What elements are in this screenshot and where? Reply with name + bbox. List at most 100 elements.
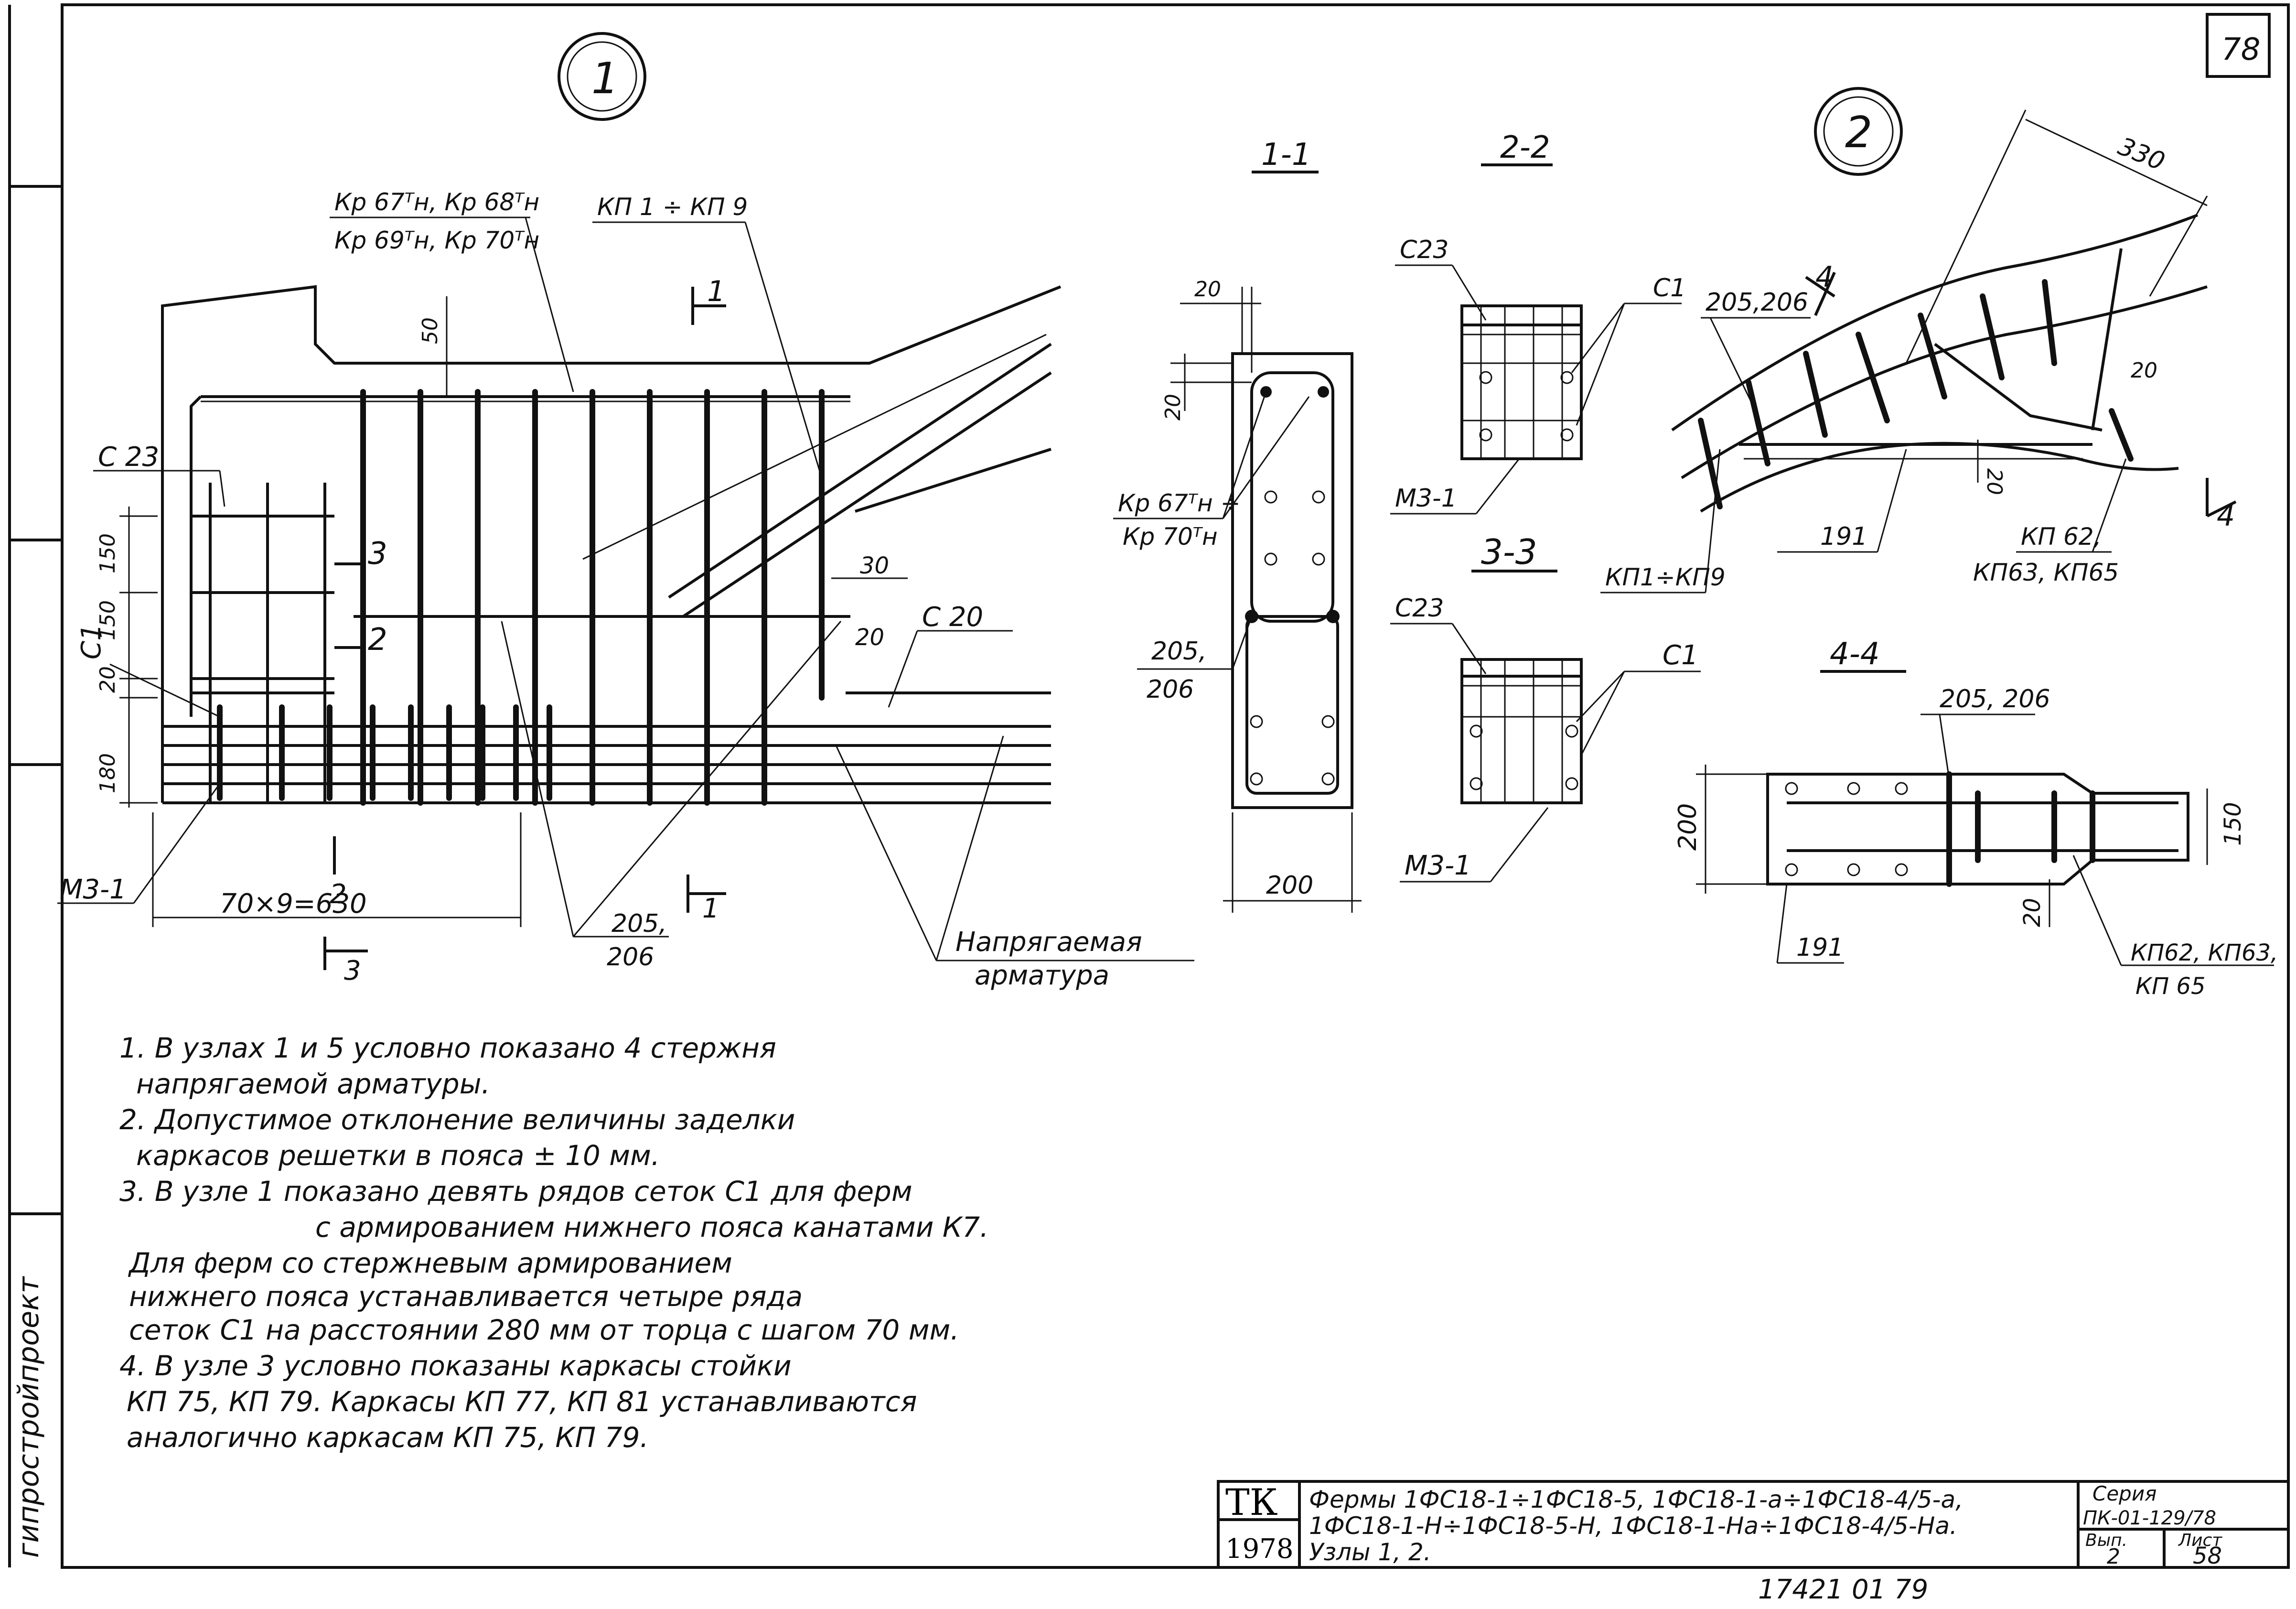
- side-stamp: гипростройпроект: [12, 1276, 45, 1558]
- bar-hole: [1895, 782, 1908, 795]
- diagonal-bar-2: [682, 371, 1052, 618]
- node-1-circle-outer: [558, 32, 646, 121]
- label-c20: С 20: [922, 602, 983, 633]
- sheet-value: 58: [2193, 1543, 2222, 1569]
- rod-label: 205,206: [1706, 288, 1808, 317]
- stirrup-8: [2109, 408, 2134, 462]
- section-2-2-title: 2-2: [1500, 130, 1550, 165]
- cut-mark-4-top-tick: [1814, 271, 1836, 316]
- dim-20-side: 20: [1161, 394, 1185, 421]
- section-1-1-outline: [1231, 352, 1353, 809]
- dim-330-line: [2025, 119, 2208, 206]
- bar-hole: [1785, 782, 1798, 795]
- label-191-pointer: [1877, 449, 1907, 552]
- node-2-circle-outer: [1814, 87, 1903, 176]
- section-1-1-title: 1-1: [1261, 137, 1311, 173]
- vertical-stirrups: [360, 389, 825, 806]
- label-c1-pointer-2: [1576, 303, 1625, 426]
- dim-330: 330: [2114, 132, 2169, 176]
- bottom-code: 17421 01 79: [1758, 1574, 1928, 1605]
- sheet-label: Лист: [2178, 1531, 2222, 1550]
- stirrup-1: [1698, 418, 1723, 509]
- label-kp62-b: КП63, КП65: [1973, 559, 2119, 586]
- label-m3-pointer: [1490, 807, 1549, 882]
- bar-hole: [1479, 371, 1492, 384]
- label-c20-pointer: [888, 630, 918, 708]
- label-c1-pointer-1: [1571, 303, 1625, 373]
- label-191-pointer: [1776, 884, 1788, 963]
- title-line-2: 1ФС18-1-Н÷1ФС18-5-Н, 1ФС18-1-На÷1ФС18-4/…: [1309, 1512, 1957, 1540]
- label-kp-pointer: [1705, 449, 1721, 593]
- label-kp-b: КП 65: [2135, 973, 2206, 1000]
- page-number: 78: [2221, 32, 2260, 67]
- dim-20-left: 20: [96, 666, 120, 693]
- note-line-3: 2. Допустимое отклонение величины заделк…: [119, 1103, 795, 1136]
- bar-hole: [1785, 863, 1798, 876]
- note-line-10: 4. В узле 3 условно показаны каркасы сто…: [119, 1350, 792, 1382]
- label-kp-pointer: [2072, 855, 2122, 966]
- bar-hole: [1560, 428, 1574, 442]
- node-2: 2 330 205,206 4 4 20 20: [1600, 87, 2237, 594]
- label-c1: С1: [76, 624, 107, 659]
- cut-mark-4-top-bar: [1805, 276, 1835, 298]
- section-4-4: 4-4 205, 206 200 150 20 191 КП62, КП63, …: [1674, 637, 2278, 1000]
- label-c1-pointer-1: [1576, 670, 1625, 723]
- sheet-frame: [61, 3, 2290, 1569]
- node-1-circle-inner: [567, 41, 637, 112]
- rod-205-label: 205,: [612, 909, 667, 938]
- bar-hole: [1250, 772, 1263, 786]
- prestress-pointer-2: [935, 735, 1004, 961]
- node-2-stirrups: [1698, 279, 2134, 509]
- diagonal-bar-1: [668, 343, 1052, 599]
- dim-330-ext-b: [2149, 195, 2208, 297]
- label-c23: С23: [1395, 594, 1444, 623]
- section-3-3-title: 3-3: [1481, 532, 1537, 572]
- bar-hole: [1470, 724, 1483, 738]
- series-value: ПК-01-129/78: [2083, 1507, 2216, 1529]
- dim-30: 30: [860, 552, 889, 579]
- label-c1-pointer-2: [1580, 671, 1625, 756]
- mark-3: 3: [368, 536, 387, 572]
- dim-150b: 150: [96, 600, 120, 640]
- bar-hole: [1321, 715, 1335, 728]
- bar-hole: [1312, 552, 1325, 566]
- bar-hole: [1470, 777, 1483, 790]
- label-kp62-a: КП 62,: [2021, 523, 2102, 551]
- dim-20-top: 20: [1194, 277, 1221, 302]
- dim-20-c20: 20: [855, 624, 884, 651]
- title-line-3: Узлы 1, 2.: [1309, 1538, 1431, 1566]
- note-line-4: каркасов решетки в пояса ± 10 мм.: [136, 1139, 660, 1172]
- dim-20-right: 20: [2131, 358, 2157, 383]
- section-mark-1-top: 1: [707, 275, 725, 308]
- bar-dot: [1318, 386, 1329, 398]
- bar-hole: [1264, 490, 1277, 504]
- section-2-2-outline: [1460, 304, 1583, 460]
- node-1: 1: [57, 32, 1194, 991]
- kr-label-b: Кр 70ᵀн: [1123, 523, 1218, 551]
- end-mesh: [191, 483, 552, 803]
- prestress-pointer-1: [835, 745, 937, 961]
- dim-150a: 150: [96, 533, 120, 573]
- bar-hole: [1560, 371, 1574, 384]
- bar-hole: [1264, 552, 1277, 566]
- label-191: 191: [1796, 933, 1844, 962]
- page-number-box: [2206, 13, 2271, 78]
- issue-label: Вып.: [2085, 1531, 2127, 1550]
- dim-200: 200: [1674, 803, 1702, 851]
- bar-hole: [1479, 428, 1492, 442]
- bar-hole: [1565, 724, 1578, 738]
- mark-2: 2: [368, 622, 387, 658]
- node-2-top-chord-outer: [1671, 214, 2199, 432]
- rod-label-b: 206: [1147, 675, 1194, 704]
- note-line-8: нижнего пояса устанавливается четыре ряд…: [129, 1280, 803, 1313]
- rod-label-pointer: [1939, 714, 1950, 779]
- label-m3: М3-1: [1405, 850, 1471, 881]
- bar-hole: [1312, 490, 1325, 504]
- dim-150: 150: [2220, 802, 2246, 846]
- label-c23-pointer: [219, 470, 225, 507]
- dim-50: 50: [418, 317, 442, 344]
- label-m3-pointer: [133, 783, 221, 904]
- note-line-5: 3. В узле 1 показано девять рядов сеток …: [119, 1175, 912, 1208]
- section-4-4-outline: [1766, 773, 2189, 885]
